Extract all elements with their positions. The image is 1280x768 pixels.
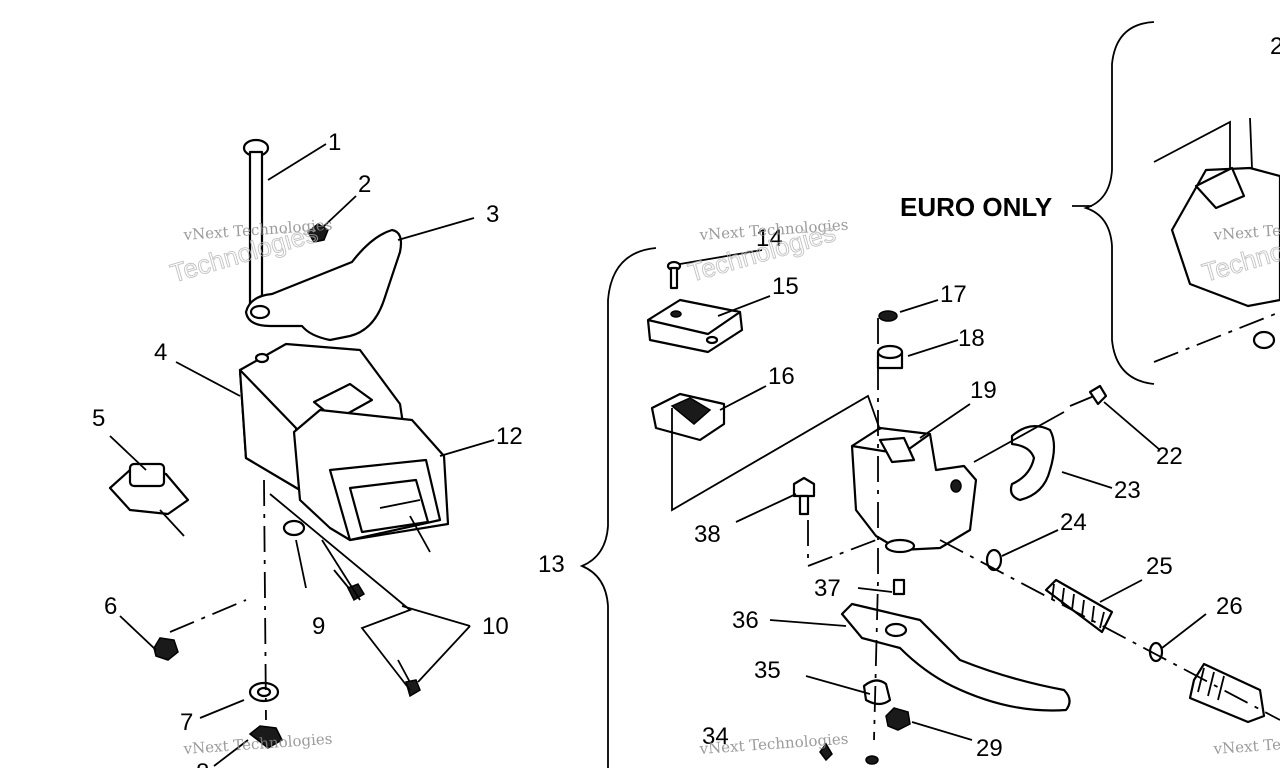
part-5-switch <box>108 462 190 537</box>
part-18-bushing <box>876 344 904 370</box>
euro-only-label: EURO ONLY <box>900 192 1052 222</box>
callout-7: 7 <box>180 709 193 736</box>
callout-labels: 1 2 3 4 5 6 7 8 9 10 12 13 14 15 16 17 1… <box>92 33 1280 768</box>
callout-1: 1 <box>328 129 341 156</box>
part-35-clip <box>862 679 892 706</box>
part-25-spring <box>1044 578 1114 634</box>
callout-17: 17 <box>940 281 967 308</box>
part-4-housing <box>238 342 450 553</box>
callout-24: 24 <box>1060 509 1087 536</box>
leader-lines <box>109 143 1207 767</box>
callout-29: 29 <box>976 735 1003 762</box>
callout-13: 13 <box>538 551 565 578</box>
part-9-washer <box>282 519 306 537</box>
callout-35: 35 <box>754 657 781 684</box>
part-24-washer <box>985 548 1003 572</box>
callout-16: 16 <box>768 363 795 390</box>
callout-23: 23 <box>1114 477 1141 504</box>
part-1-bolt <box>242 138 270 306</box>
right-assembly <box>646 260 1280 765</box>
part-3-bracket <box>244 228 403 342</box>
callout-15: 15 <box>772 273 799 300</box>
callout-10: 10 <box>482 613 509 640</box>
callout-3: 3 <box>486 201 499 228</box>
brace-13 <box>579 247 657 768</box>
part-6-nut <box>153 637 179 661</box>
callout-26: 26 <box>1216 593 1243 620</box>
part-23-clamp <box>1009 425 1056 502</box>
callout-5: 5 <box>92 405 105 432</box>
part-2-clip <box>307 223 329 243</box>
watermark-4: vNext Technologies <box>182 730 333 758</box>
callout-2: 2 <box>358 171 371 198</box>
part-38-bolt <box>792 476 816 516</box>
callout-14: 14 <box>756 225 783 252</box>
callout-22: 22 <box>1156 443 1183 470</box>
callout-9: 9 <box>312 613 325 640</box>
part-17-oring <box>878 310 898 322</box>
part-8-nut <box>248 725 283 749</box>
part-19-master-cylinder <box>850 426 978 554</box>
callout-12: 12 <box>496 423 523 450</box>
brace-euro <box>1083 21 1155 385</box>
euro-inset <box>1153 117 1280 363</box>
part-16-diaphragm <box>650 392 726 442</box>
callout-25: 25 <box>1146 553 1173 580</box>
callout-18: 18 <box>958 325 985 352</box>
piston <box>1188 662 1266 724</box>
part-34-fitting <box>819 742 833 762</box>
callout-37: 37 <box>814 575 841 602</box>
callout-36: 36 <box>732 607 759 634</box>
watermark-6: vNext Technologies <box>1212 730 1280 758</box>
part-37-pin <box>892 578 906 596</box>
callout-34: 34 <box>702 723 729 750</box>
part-10-screws <box>333 569 421 698</box>
callout-20: 20 <box>1270 33 1280 60</box>
callout-19: 19 <box>970 377 997 404</box>
part-15-cap <box>646 298 744 354</box>
callout-4: 4 <box>154 339 167 366</box>
watermark-2: vNext Technologies Technologies <box>684 216 849 289</box>
watermark-text-4: vNext Technologies <box>182 730 333 758</box>
part-29-nut <box>885 707 911 731</box>
part-14-screw <box>666 260 682 290</box>
callout-38: 38 <box>694 521 721 548</box>
left-assembly <box>108 138 450 749</box>
watermark-text-6: vNext Technologies <box>1212 730 1280 758</box>
part-22-bolt <box>1069 384 1108 407</box>
callout-6: 6 <box>104 593 117 620</box>
callout-8: 8 <box>196 759 209 768</box>
